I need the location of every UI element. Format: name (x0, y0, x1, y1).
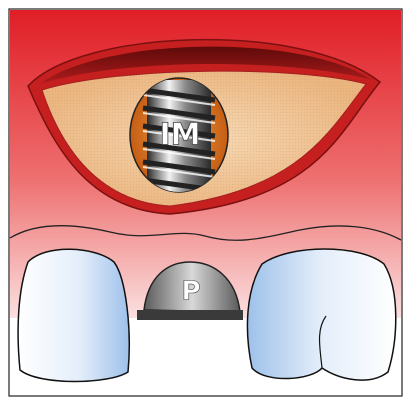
pontic-label: P (181, 277, 200, 307)
implant-label: IM (159, 118, 200, 153)
left-tooth (18, 249, 129, 381)
pontic-base (137, 310, 243, 320)
